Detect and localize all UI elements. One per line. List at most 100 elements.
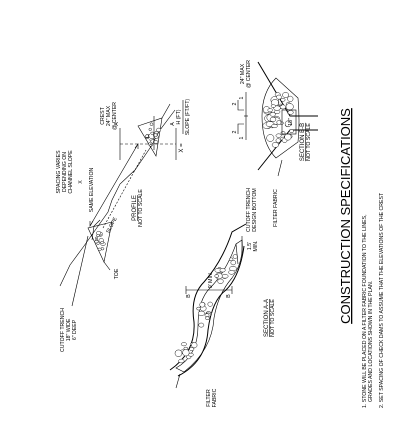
crest-max-2: @ CENTER — [112, 102, 118, 130]
riprap-stone — [174, 349, 183, 357]
profile-drawing — [59, 103, 177, 307]
section-b-slope-rise-bottom: 1 — [239, 136, 245, 139]
riprap-stone — [269, 112, 276, 117]
profile-scale: NOT TO SCALE — [138, 189, 144, 227]
riprap-stone — [204, 313, 210, 317]
spec-line-1: 1. STONE WILL BE PLACED ON A FILTER FABR… — [362, 214, 368, 408]
riprap-stone — [97, 247, 102, 251]
riprap-stone — [270, 104, 276, 108]
riprap-stone — [284, 133, 292, 141]
riprap-stone — [100, 241, 105, 244]
riprap-stone — [149, 122, 154, 126]
riprap-stone — [289, 129, 295, 133]
profile-cutoff-2: 18" WIDE — [66, 318, 72, 341]
x-label: X — [78, 180, 84, 184]
section-b-labels: 24" MAX @ CENTER 2 1 2 1 6" 18" SECTION … — [232, 60, 312, 227]
riprap-stone — [198, 322, 205, 328]
spacing-note-1: SPACING VARIES — [56, 150, 62, 194]
riprap-stone — [191, 342, 198, 349]
riprap-stone — [267, 108, 273, 113]
riprap-stone — [271, 142, 279, 148]
section-a-labels: B B 9' MIN. 1.5' MIN. CUTOFF TRENCH DESI… — [186, 188, 276, 408]
riprap-stone — [178, 358, 185, 364]
riprap-stone — [287, 95, 294, 102]
section-a-depth-2: MIN. — [253, 241, 259, 252]
riprap-stone — [219, 268, 226, 273]
riprap-stone — [156, 127, 162, 132]
spacing-note-3: CHANNEL SLOPE — [68, 150, 74, 194]
spec-line-2: GRADES AND LOCATIONS SHOWN IN THE PLAN. — [368, 281, 374, 402]
section-b-crest-max-2: @ CENTER — [246, 60, 252, 88]
profile-title: PROFILE — [132, 195, 138, 221]
riprap-stone — [276, 120, 282, 125]
section-a-marker-left: A — [114, 122, 120, 126]
section-a-filter-1: FILTER — [206, 389, 212, 407]
section-a-marker-b-left: B — [186, 294, 192, 298]
riprap-stone — [197, 310, 205, 316]
riprap-stone — [230, 260, 237, 266]
riprap-stone — [232, 254, 238, 259]
section-a-min-dim: 9' MIN. — [208, 272, 214, 288]
riprap-stone — [266, 134, 275, 142]
formula-lhs: X = — [179, 143, 185, 153]
riprap-stone — [96, 230, 102, 236]
riprap-stone — [284, 120, 292, 128]
riprap-stone — [228, 270, 235, 275]
riprap-stone — [182, 349, 190, 357]
riprap-stone — [280, 131, 286, 136]
riprap-stone — [153, 140, 159, 144]
section-b-slope-run-top: 2 — [232, 102, 238, 105]
section-b-inner-width: 18" — [288, 118, 294, 126]
section-a-drawing — [169, 223, 247, 389]
riprap-stone — [221, 273, 229, 279]
section-b-drawing — [237, 61, 318, 177]
riprap-stone — [276, 94, 282, 100]
formula-denominator: SLOPE (FT/FT) — [185, 99, 191, 136]
riprap-stone — [269, 116, 277, 122]
section-a-scale: NOT TO SCALE — [270, 299, 276, 337]
toe-label: TOE — [114, 268, 120, 279]
section-a-title: SECTION A-A — [264, 299, 270, 337]
section-a-marker-right: A — [170, 122, 176, 126]
section-b-slope-rise-top: 1 — [239, 96, 245, 99]
section-a-cutoff-1: CUTOFF TRENCH — [246, 188, 252, 232]
section-b-scale: NOT TO SCALE — [306, 123, 312, 161]
riprap-stone — [205, 316, 210, 320]
same-elevation-label: SAME ELEVATION — [89, 168, 95, 213]
specifications-block: CONSTRUCTION SPECIFICATIONS 1. STONE WIL… — [338, 108, 385, 408]
section-a-cutoff-2: DESIGN BOTTOM — [252, 188, 258, 231]
riprap-stone — [214, 274, 219, 278]
riprap-stone — [271, 123, 278, 129]
section-b-inner-height: 6" — [278, 101, 284, 106]
riprap-stone — [148, 127, 152, 131]
section-b-crest-max-1: 24" MAX — [240, 63, 246, 84]
section-a-depth-1: 1.5' — [247, 242, 253, 250]
specifications-title: CONSTRUCTION SPECIFICATIONS — [338, 108, 353, 324]
section-b-slope-run-bottom: 2 — [232, 130, 238, 133]
riprap-stone — [189, 347, 195, 351]
riprap-stone — [149, 144, 153, 147]
profile-cutoff-1: CUTOFF TRENCH — [60, 308, 66, 352]
section-a-marker-b-right: B — [226, 294, 232, 298]
riprap-stone — [280, 98, 286, 102]
formula-numerator: H (FT) — [176, 109, 182, 124]
riprap-stone — [94, 236, 99, 240]
riprap-stone — [145, 134, 150, 138]
riprap-stone — [207, 301, 213, 307]
section-a-filter-2: FABRIC — [212, 388, 218, 407]
section-b-title: SECTION B-B — [300, 123, 306, 161]
check-dam-left — [87, 221, 113, 263]
riprap-stone — [96, 241, 100, 245]
spec-line-3: 2. SET SPACING OF CHECK DAMS TO ASSUME T… — [379, 192, 385, 408]
riprap-stone — [196, 306, 201, 311]
spacing-note-2: DEPENDING ON — [62, 152, 68, 192]
riprap-stone — [287, 110, 294, 115]
profile-cutoff-3: 6" DEEP — [72, 319, 78, 340]
crest-label: CREST — [100, 106, 106, 124]
riprap-stone — [180, 342, 187, 347]
crest-max-1: 24" MAX — [106, 105, 112, 126]
section-b-filter-fabric: FILTER FABRIC — [273, 189, 279, 227]
riprap-stone — [217, 278, 224, 284]
riprap-stone — [275, 133, 282, 138]
